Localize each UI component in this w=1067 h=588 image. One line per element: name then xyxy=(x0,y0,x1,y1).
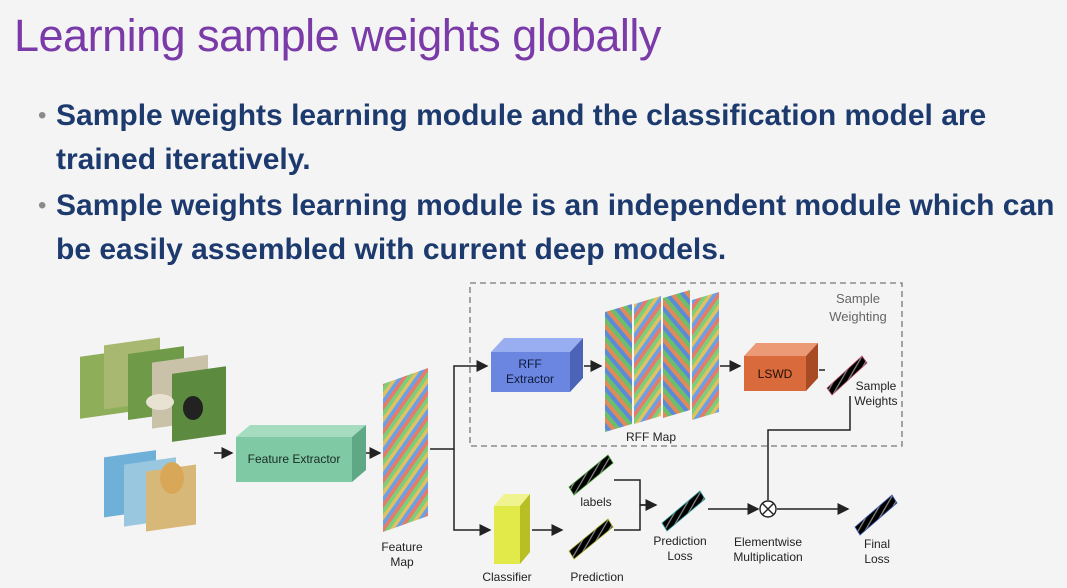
bullet-dot-icon: • xyxy=(38,192,47,219)
rff-extractor-block: RFF Extractor xyxy=(491,338,583,392)
lswd-block: LSWD xyxy=(744,343,818,391)
prediction-loss-strip xyxy=(661,490,706,532)
prediction-label: Prediction xyxy=(570,570,623,584)
prediction-loss-label-line2: Loss xyxy=(667,549,692,563)
rff-maps xyxy=(605,290,719,432)
prediction-strip xyxy=(568,518,614,560)
lswd-label: LSWD xyxy=(758,367,793,381)
bullet-item: • Sample weights learning module is an in… xyxy=(38,184,1063,272)
bullet-list: • Sample weights learning module and the … xyxy=(38,94,1063,274)
classifier-label: Classifier xyxy=(482,570,531,584)
bullet-text: Sample weights learning module is an ind… xyxy=(56,189,1055,266)
sample-weights-strip xyxy=(826,355,868,396)
elementwise-label-line1: Elementwise xyxy=(734,535,802,549)
elementwise-multiply-icon xyxy=(759,500,777,518)
classifier-block xyxy=(494,494,530,564)
bullet-dot-icon: • xyxy=(38,102,47,129)
feature-extractor-block: Feature Extractor xyxy=(236,425,366,482)
feature-map-label-line2: Map xyxy=(390,555,414,569)
bullet-text: Sample weights learning module and the c… xyxy=(56,99,987,176)
arrow-map-to-classifier xyxy=(453,449,492,536)
sample-weights-label-line1: Sample xyxy=(856,379,897,393)
sample-weighting-title-line2: Weighting xyxy=(829,309,887,324)
final-loss-label-line2: Loss xyxy=(864,552,889,566)
elementwise-label-line2: Multiplication xyxy=(733,550,802,564)
sample-weighting-title-line1: Sample xyxy=(836,291,880,306)
final-loss-label-line1: Final xyxy=(864,537,890,551)
feature-extractor-label: Feature Extractor xyxy=(248,452,341,466)
input-images-stack-bottom xyxy=(104,450,196,532)
bullet-item: • Sample weights learning module and the … xyxy=(38,94,1063,182)
feature-map xyxy=(383,368,428,532)
slide-title: Learning sample weights globally xyxy=(14,10,661,61)
arrow-map-to-rff xyxy=(430,360,489,450)
feature-map-label-line1: Feature xyxy=(381,540,423,554)
final-loss-strip xyxy=(854,494,898,536)
input-images-stack-top xyxy=(80,337,226,442)
arrow-labels-to-loss xyxy=(614,479,656,506)
labels-strip xyxy=(568,454,614,496)
sample-weights-label-line2: Weights xyxy=(854,394,897,408)
arrow-weights-to-multiply xyxy=(767,396,851,500)
prediction-loss-label-line1: Prediction xyxy=(653,534,706,548)
rff-extractor-label-line2: Extractor xyxy=(506,372,554,386)
rff-extractor-label-line1: RFF xyxy=(518,357,541,371)
sample-weighting-box xyxy=(469,282,903,447)
arrow-prediction-to-loss xyxy=(614,505,641,531)
labels-label: labels xyxy=(580,495,611,509)
rff-map-label: RFF Map xyxy=(626,430,676,444)
